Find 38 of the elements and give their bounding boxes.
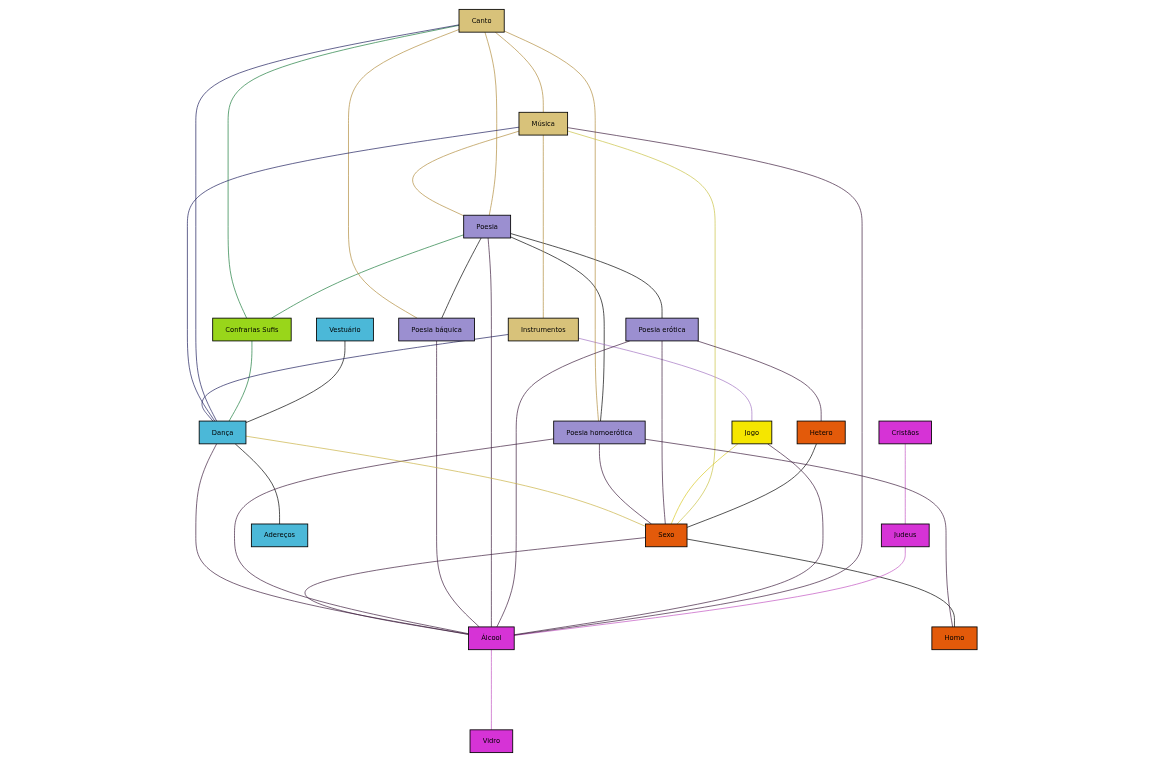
connector — [347, 29, 460, 319]
connector — [245, 435, 646, 527]
connector — [227, 25, 460, 319]
connector — [686, 538, 955, 628]
connector — [598, 443, 652, 525]
connector — [304, 537, 646, 635]
connector — [513, 127, 863, 636]
connector — [195, 24, 460, 422]
connector — [904, 443, 906, 525]
connector — [490, 649, 492, 731]
connector — [644, 438, 953, 628]
connector — [233, 438, 554, 635]
connector — [567, 130, 716, 525]
connector — [496, 340, 630, 628]
connector — [686, 443, 817, 528]
connector — [228, 340, 253, 422]
connector — [510, 236, 605, 422]
connector — [412, 130, 520, 217]
connector — [510, 233, 663, 319]
connector — [670, 443, 738, 525]
connector — [513, 546, 906, 636]
connector — [513, 443, 824, 636]
connector — [542, 134, 544, 319]
connector — [270, 234, 464, 319]
connector — [494, 31, 544, 113]
connector — [436, 340, 480, 628]
connector — [487, 237, 492, 628]
connector — [696, 340, 822, 422]
connector — [503, 30, 599, 422]
connector — [245, 340, 346, 423]
connector — [577, 337, 752, 422]
connector — [201, 334, 509, 422]
connector — [484, 31, 497, 216]
connector — [195, 443, 469, 635]
connector — [441, 237, 482, 319]
connector — [661, 340, 666, 525]
connector — [186, 126, 520, 422]
connector — [234, 443, 280, 525]
